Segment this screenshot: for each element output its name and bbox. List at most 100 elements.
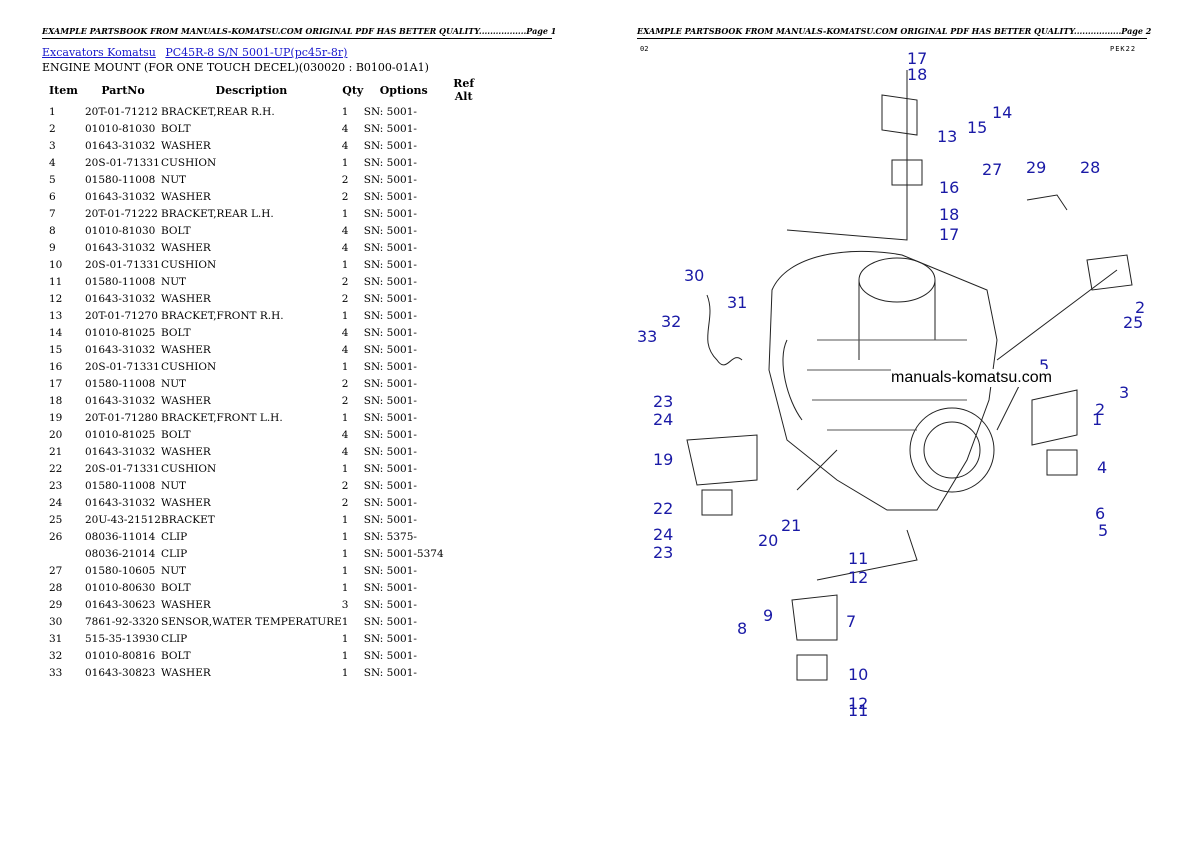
cell-description: WASHER <box>161 190 211 203</box>
cushion-rear-rh <box>1046 449 1078 476</box>
cell-options: SN: 5001- <box>363 428 417 441</box>
cell-qty: 1 <box>341 581 349 594</box>
cell-item: 12 <box>49 292 63 305</box>
cell-qty: 4 <box>341 326 349 339</box>
cell-options: SN: 5001- <box>363 479 417 492</box>
cell-partno: 7861-92-3320 <box>85 615 159 628</box>
cushion-front-lh <box>701 489 733 516</box>
cell-description: NUT <box>161 479 187 492</box>
cell-qty: 1 <box>341 411 349 424</box>
breadcrumb-link-model[interactable]: PC45R-8 S/N 5001-UP(pc45r-8r) <box>165 46 348 59</box>
table-header-row: Item PartNo Description Qty Options Ref … <box>42 77 484 103</box>
cell-partno: 01010-81025 <box>85 428 156 441</box>
cushion-rear-lh <box>796 654 828 681</box>
cell-description: BRACKET,FRONT R.H. <box>161 309 284 322</box>
col-options: Options <box>379 83 428 97</box>
cell-qty: 1 <box>341 530 349 543</box>
callout-label: 1 <box>1092 410 1102 429</box>
cell-partno: 01010-80816 <box>85 649 156 662</box>
cell-item: 16 <box>49 360 63 373</box>
callout-label: 16 <box>939 178 959 197</box>
air-cleaner-sides <box>858 280 936 360</box>
cell-description: WASHER <box>161 241 211 254</box>
cell-refalt <box>444 596 484 613</box>
cell-partno: 20S-01-71331 <box>85 360 160 373</box>
cell-partno: 01010-80630 <box>85 581 156 594</box>
cell-qty: 4 <box>341 139 349 152</box>
callout-label: 17 <box>907 49 927 68</box>
callout-label: 21 <box>781 516 801 535</box>
cell-partno: 01643-30623 <box>85 598 156 611</box>
cell-item: 13 <box>49 309 63 322</box>
cell-item: 25 <box>49 513 63 526</box>
leader-line-bracket-25 <box>996 269 1118 361</box>
callout-label: 12 <box>848 568 868 587</box>
col-item: Item <box>49 83 78 97</box>
cell-description: CLIP <box>161 547 188 560</box>
cell-refalt <box>444 188 484 205</box>
cell-description: WASHER <box>161 598 211 611</box>
cell-item <box>42 545 85 562</box>
cell-qty: 4 <box>341 122 349 135</box>
cell-options: SN: 5001- <box>363 139 417 152</box>
cell-options: SN: 5001- <box>363 258 417 271</box>
cell-refalt <box>444 154 484 171</box>
cell-item: 6 <box>49 190 56 203</box>
cell-options: SN: 5001- <box>363 513 417 526</box>
cell-refalt <box>444 392 484 409</box>
cell-options: SN: 5001- <box>363 207 417 220</box>
cell-qty: 4 <box>341 343 349 356</box>
cell-refalt <box>444 664 484 681</box>
callout-label: 18 <box>907 65 927 84</box>
cell-options: SN: 5001- <box>363 564 417 577</box>
cell-refalt <box>444 545 484 562</box>
cell-options: SN: 5001-5374 <box>363 547 444 560</box>
cell-qty: 2 <box>341 394 349 407</box>
breadcrumb-link-excavators[interactable]: Excavators Komatsu <box>42 46 156 59</box>
cell-partno: 01643-31032 <box>85 292 156 305</box>
callout-label: 2 <box>1095 400 1105 419</box>
cell-options: SN: 5001- <box>363 326 417 339</box>
cell-item: 30 <box>49 615 63 628</box>
parts-table: Item PartNo Description Qty Options Ref … <box>42 77 484 681</box>
col-partno: PartNo <box>101 83 145 97</box>
flywheel-inner <box>923 421 981 479</box>
cell-partno: 01643-31032 <box>85 241 156 254</box>
cell-description: BOLT <box>161 224 191 237</box>
sensor-harness <box>706 294 743 366</box>
callout-label: 12 <box>848 694 868 713</box>
cell-partno: 01580-11008 <box>85 275 156 288</box>
cell-partno: 01643-31032 <box>85 190 156 203</box>
cell-partno: 20S-01-71331 <box>85 258 160 271</box>
cell-partno: 01580-11008 <box>85 479 156 492</box>
bracket-front-rh <box>881 94 918 136</box>
callout-label: 5 <box>1098 521 1108 540</box>
bracket-25 <box>1086 254 1133 291</box>
cell-refalt <box>444 613 484 630</box>
cell-qty: 1 <box>341 360 349 373</box>
cell-item: 32 <box>49 649 63 662</box>
cell-description: CUSHION <box>161 462 217 475</box>
callout-label: 25 <box>1123 313 1143 332</box>
cell-qty: 2 <box>341 496 349 509</box>
cell-qty: 1 <box>341 462 349 475</box>
bracket-rear-rh <box>1031 389 1078 446</box>
cell-refalt <box>444 120 484 137</box>
cell-description: NUT <box>161 564 187 577</box>
callout-label: 7 <box>846 612 856 631</box>
cell-qty: 1 <box>341 105 349 118</box>
cell-partno: 01010-81030 <box>85 122 156 135</box>
callout-label: 4 <box>1097 458 1107 477</box>
